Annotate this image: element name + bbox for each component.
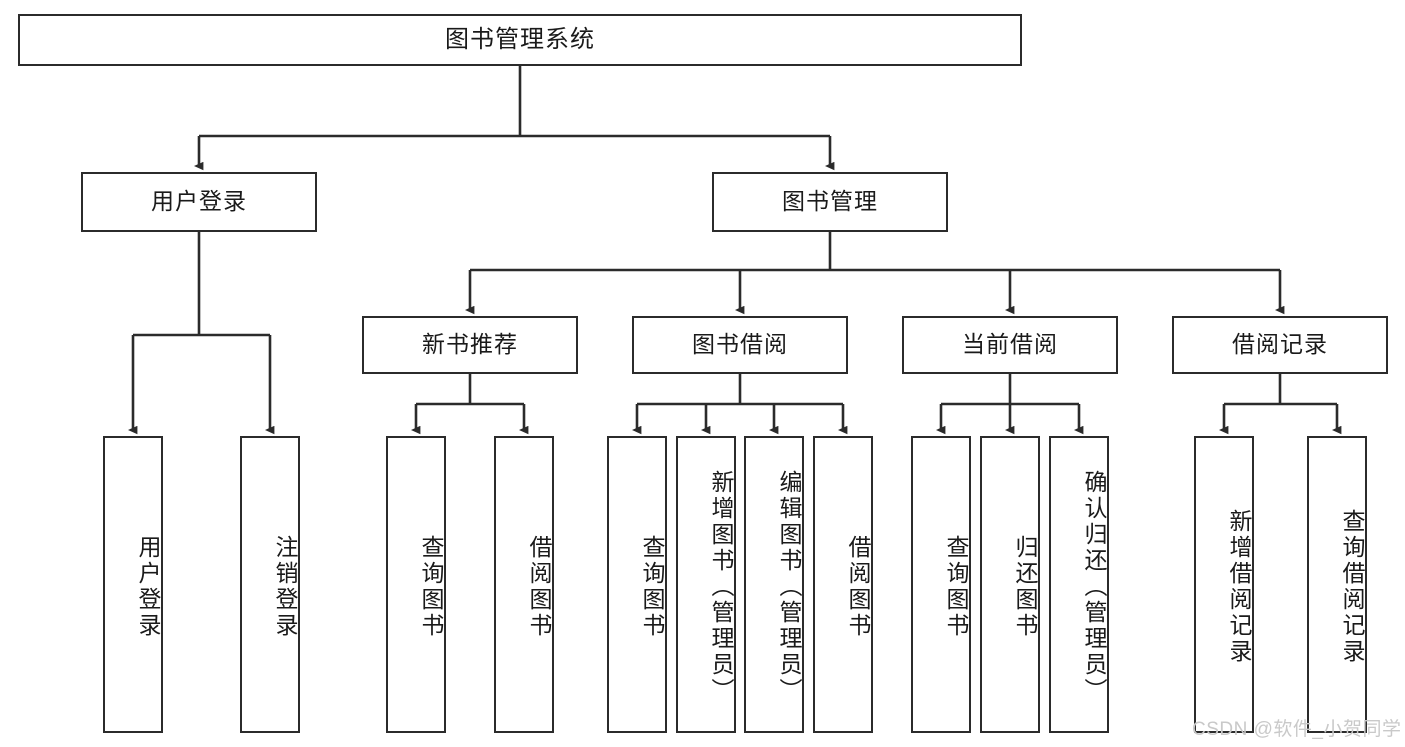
leaf-record-query-record[interactable]: 查询借阅记录: [1307, 436, 1367, 733]
node-root-system[interactable]: 图书管理系统: [18, 14, 1022, 66]
watermark: CSDN @软件_小贺同学: [1192, 719, 1402, 740]
leaf-recommend-borrow-book[interactable]: 借阅图书: [494, 436, 554, 733]
leaf-user-login-signin[interactable]: 用户登录: [103, 436, 163, 733]
node-book-borrow[interactable]: 图书借阅: [632, 316, 848, 374]
leaf-current-confirm-return-admin[interactable]: 确认归还（管理员）: [1049, 436, 1109, 733]
leaf-borrow-edit-book-admin[interactable]: 编辑图书（管理员）: [744, 436, 804, 733]
leaf-current-query-book[interactable]: 查询图书: [911, 436, 971, 733]
node-borrow-record[interactable]: 借阅记录: [1172, 316, 1388, 374]
node-current-borrow[interactable]: 当前借阅: [902, 316, 1118, 374]
node-new-book-recommend[interactable]: 新书推荐: [362, 316, 578, 374]
node-user-login[interactable]: 用户登录: [81, 172, 317, 232]
leaf-borrow-add-book-admin[interactable]: 新增图书（管理员）: [676, 436, 736, 733]
leaf-current-return-book[interactable]: 归还图书: [980, 436, 1040, 733]
leaf-record-add-record[interactable]: 新增借阅记录: [1194, 436, 1254, 733]
leaf-user-login-signout[interactable]: 注销登录: [240, 436, 300, 733]
leaf-borrow-query-book[interactable]: 查询图书: [607, 436, 667, 733]
node-book-management[interactable]: 图书管理: [712, 172, 948, 232]
leaf-borrow-borrow-book[interactable]: 借阅图书: [813, 436, 873, 733]
leaf-recommend-query-book[interactable]: 查询图书: [386, 436, 446, 733]
